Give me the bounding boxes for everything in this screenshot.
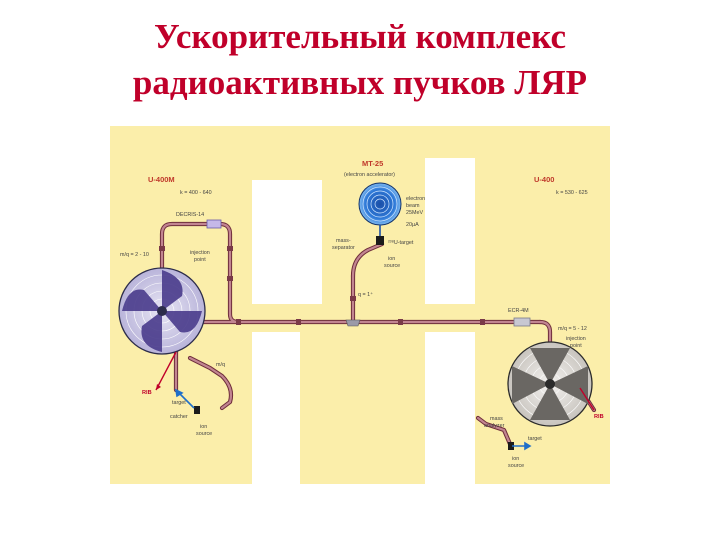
u400-ion-source-block [508, 442, 514, 450]
accelerator-complex-diagram: U-400M k = 400 - 640 DECRIS-14 m/q = 2 -… [110, 126, 610, 484]
u400m-target-2: catcher [170, 414, 188, 420]
mt25-beam-4: 20µA [406, 222, 419, 228]
quad-8 [159, 246, 165, 251]
u400m-ion-source-1: ion [200, 424, 207, 430]
u400-injection-2: point [570, 343, 582, 349]
title-line-1: Ускорительный комплекс [153, 17, 567, 56]
mt25-mass-sep-2: separator [332, 245, 355, 251]
quad-7 [227, 246, 233, 251]
u400-source-label: ECR-4M [508, 308, 529, 314]
mt25-subtitle: (electron accelerator) [344, 172, 395, 178]
mt25-beam-2: beam [406, 203, 420, 209]
mt25-name: MT-25 [362, 159, 383, 168]
quad-1 [236, 319, 241, 325]
u400m-mq-range: m/q = 2 - 10 [120, 252, 149, 258]
u400-cyclotron [507, 341, 593, 427]
cutout-lower-left [252, 332, 300, 484]
u400-rib-arrow-red [579, 387, 595, 411]
mt25-ion-source-2: source [384, 263, 400, 269]
slide-title: Ускорительный комплекс радиоактивных пуч… [0, 14, 720, 106]
u400-name: U-400 [534, 175, 554, 184]
decris-14-source [206, 219, 222, 229]
u400-mass-analyzer-2: analyzer [484, 423, 505, 429]
u400-injection-1: injection [566, 336, 586, 342]
cutout-upper-left [252, 180, 322, 304]
u400-target-label: target [528, 436, 542, 442]
cutout-lower-right [425, 332, 475, 484]
u400-ion-source-2: source [508, 463, 524, 469]
quad-3 [398, 319, 403, 325]
u400m-k-value: k = 400 - 640 [180, 190, 212, 196]
mt25-ion-source-1: ion [388, 256, 395, 262]
mt25-target-label: ²³⁸U-target [388, 240, 414, 246]
u400-k-value: k = 530 - 625 [556, 190, 588, 196]
u400m-source-label: DECRIS-14 [176, 212, 204, 218]
u400m-mq-out: m/q [216, 362, 225, 368]
mt25-mass-sep-1: mass- [336, 238, 351, 244]
quad-2 [296, 319, 301, 325]
u400m-rib-label: RIB [142, 390, 152, 396]
u400m-rib-arrow-red [155, 351, 177, 391]
quad-4 [480, 319, 485, 325]
rib-arrows [174, 388, 532, 451]
mt25-beam-1: electron [406, 196, 425, 202]
mt25-beam-3: 25MeV [406, 210, 423, 216]
mt25-switching-magnet [345, 319, 361, 327]
mt25-accelerator [358, 182, 402, 245]
u400m-injection-2: point [194, 257, 206, 263]
u400-ion-source-1: ion [512, 456, 519, 462]
title-line-2: радиоактивных пучков ЛЯР [132, 63, 588, 102]
u400m-ion-source-2: source [196, 431, 212, 437]
quad-6 [227, 276, 233, 281]
u400-mq-range: m/q = 5 - 12 [558, 326, 587, 332]
u-target [376, 236, 384, 245]
quad-9 [350, 296, 356, 301]
u400m-injection-1: injection [190, 250, 210, 256]
cutout-upper-right [425, 158, 475, 304]
u400-rib-label: RIB [594, 414, 604, 420]
u400-mass-analyzer-1: mass [490, 416, 503, 422]
u400m-cyclotron [118, 267, 206, 355]
ecr-4m-source [513, 317, 531, 327]
mt25-q-label: q = 1⁺ [358, 292, 373, 298]
u400m-target-1: target [172, 400, 186, 406]
u400m-ion-source-block [194, 406, 200, 414]
u400m-name: U-400M [148, 175, 175, 184]
